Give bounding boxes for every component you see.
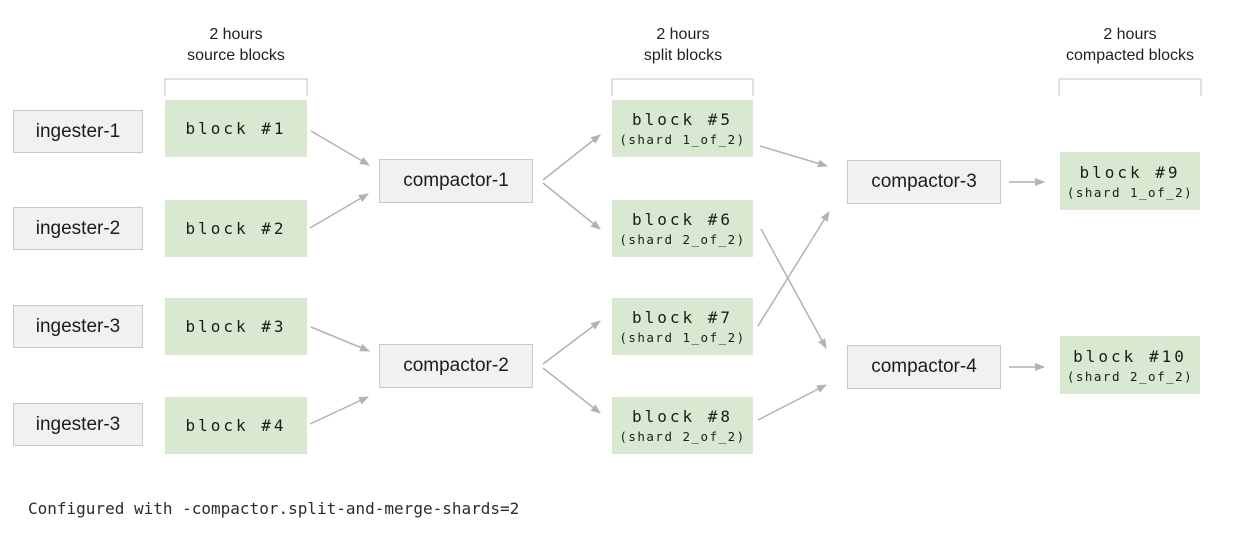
source-block-1: block #1 [165,100,307,157]
header-label: compacted blocks [1065,47,1195,64]
block-label: block #3 [185,316,287,336]
split-blocks-header: 2 hours split blocks [583,24,783,66]
block-label: block #10 [1073,346,1187,366]
arrow-block8-to-compactor4 [757,384,827,421]
split-block-8: block #8 (shard 2_of_2) [612,397,753,454]
arrow-compactor2-to-block7 [542,320,601,365]
source-blocks-header: 2 hours source blocks [136,24,336,66]
split-block-6: block #6 (shard 2_of_2) [612,200,753,257]
arrow-compactor1-to-block6 [542,182,601,230]
block-label: block #9 [1079,162,1181,182]
ingester-1-node: ingester-1 [13,110,143,153]
arrow-block4-to-compactor2 [309,396,369,425]
block-label: block #8 [631,407,734,426]
block-label: block #4 [185,415,287,435]
shard-label: (shard 1_of_2) [1066,184,1194,200]
header-label: split blocks [643,47,723,64]
source-block-3: block #3 [165,298,307,355]
block-label: block #2 [185,218,287,238]
shard-label: (shard 2_of_2) [619,232,746,247]
source-block-4: block #4 [165,397,307,454]
compactor-1-node: compactor-1 [379,159,533,203]
compacted-blocks-header: 2 hours compacted blocks [1030,24,1230,66]
split-blocks-bracket [611,78,754,96]
header-duration: 2 hours [656,26,710,43]
compacted-blocks-bracket [1058,78,1202,96]
header-label: source blocks [187,47,285,64]
column-brackets [164,78,1202,96]
configuration-note: Configured with -compactor.split-and-mer… [28,499,520,518]
block-label: block #1 [185,118,287,138]
source-block-2: block #2 [165,200,307,257]
arrow-block5-to-compactor3 [759,145,828,168]
ingester-3-node: ingester-3 [13,305,143,348]
shard-label: (shard 1_of_2) [619,132,746,147]
shard-label: (shard 2_of_2) [619,429,746,444]
block-label: block #5 [631,110,734,129]
header-duration: 2 hours [209,26,263,43]
block-label: block #7 [631,308,734,327]
arrow-block7-to-compactor3 [757,211,830,327]
ingester-3b-node: ingester-3 [13,403,143,446]
arrow-compactor1-to-block5 [542,134,601,181]
compactor-4-node: compactor-4 [847,345,1001,389]
compacted-block-9: block #9 (shard 1_of_2) [1060,152,1200,210]
arrow-block3-to-compactor2 [310,326,370,352]
arrow-block2-to-compactor1 [309,193,369,229]
split-block-7: block #7 (shard 1_of_2) [612,298,753,355]
compacted-block-10: block #10 (shard 2_of_2) [1060,336,1200,394]
header-duration: 2 hours [1103,26,1157,43]
shard-label: (shard 2_of_2) [1066,368,1194,384]
arrow-block6-to-compactor4 [760,228,827,349]
compactor-3-node: compactor-3 [847,160,1001,204]
source-blocks-bracket [164,78,308,96]
block-label: block #6 [631,210,734,229]
arrow-block1-to-compactor1 [310,130,370,166]
compactor-2-node: compactor-2 [379,344,533,388]
shard-label: (shard 1_of_2) [619,330,746,345]
arrow-compactor2-to-block8 [542,367,601,414]
split-block-5: block #5 (shard 1_of_2) [612,100,753,157]
ingester-2-node: ingester-2 [13,207,143,250]
